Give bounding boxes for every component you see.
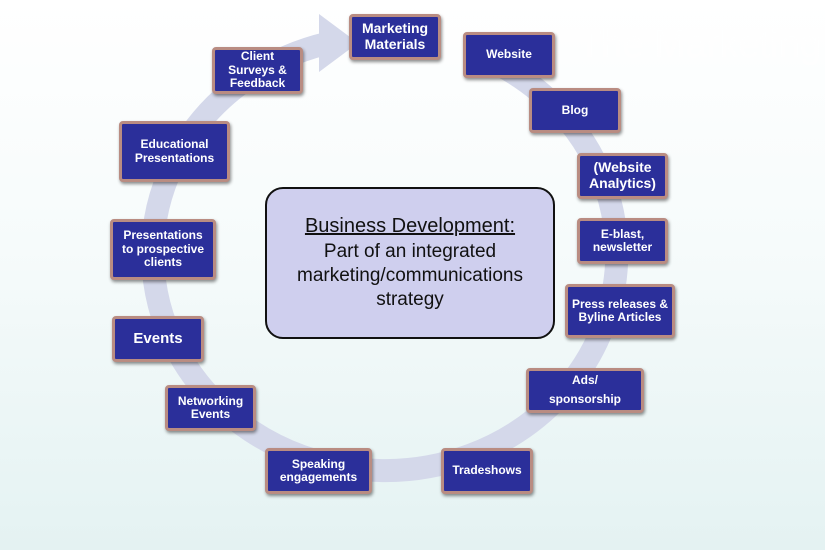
node-events: Events bbox=[112, 316, 204, 362]
ring-arrowhead bbox=[319, 14, 358, 72]
node-website-analytics: (Website Analytics) bbox=[577, 153, 668, 199]
slide-title: The Marketing bbox=[578, 24, 821, 66]
node-presentations-prospective-clients: Presentations to prospective clients bbox=[110, 219, 216, 280]
node-client-surveys-feedback: Client Surveys & Feedback bbox=[212, 47, 303, 94]
node-e-blast-newsletter: E-blast, newsletter bbox=[577, 218, 668, 264]
node-ads-sponsorship: Ads/ sponsorship bbox=[526, 368, 644, 413]
center-box: Business Development: Part of an integra… bbox=[265, 187, 555, 339]
node-tradeshows: Tradeshows bbox=[441, 448, 533, 494]
node-marketing-materials: Marketing Materials bbox=[349, 14, 441, 60]
center-subtitle: Part of an integrated marketing/communic… bbox=[297, 241, 523, 310]
node-speaking-engagements: Speaking engagements bbox=[265, 448, 372, 494]
node-blog: Blog bbox=[529, 88, 621, 133]
node-educational-presentations: Educational Presentations bbox=[119, 121, 230, 182]
node-website: Website bbox=[463, 32, 555, 78]
node-networking-events: Networking Events bbox=[165, 385, 256, 431]
node-press-releases: Press releases & Byline Articles bbox=[565, 284, 675, 338]
center-title: Business Development: bbox=[304, 215, 516, 238]
